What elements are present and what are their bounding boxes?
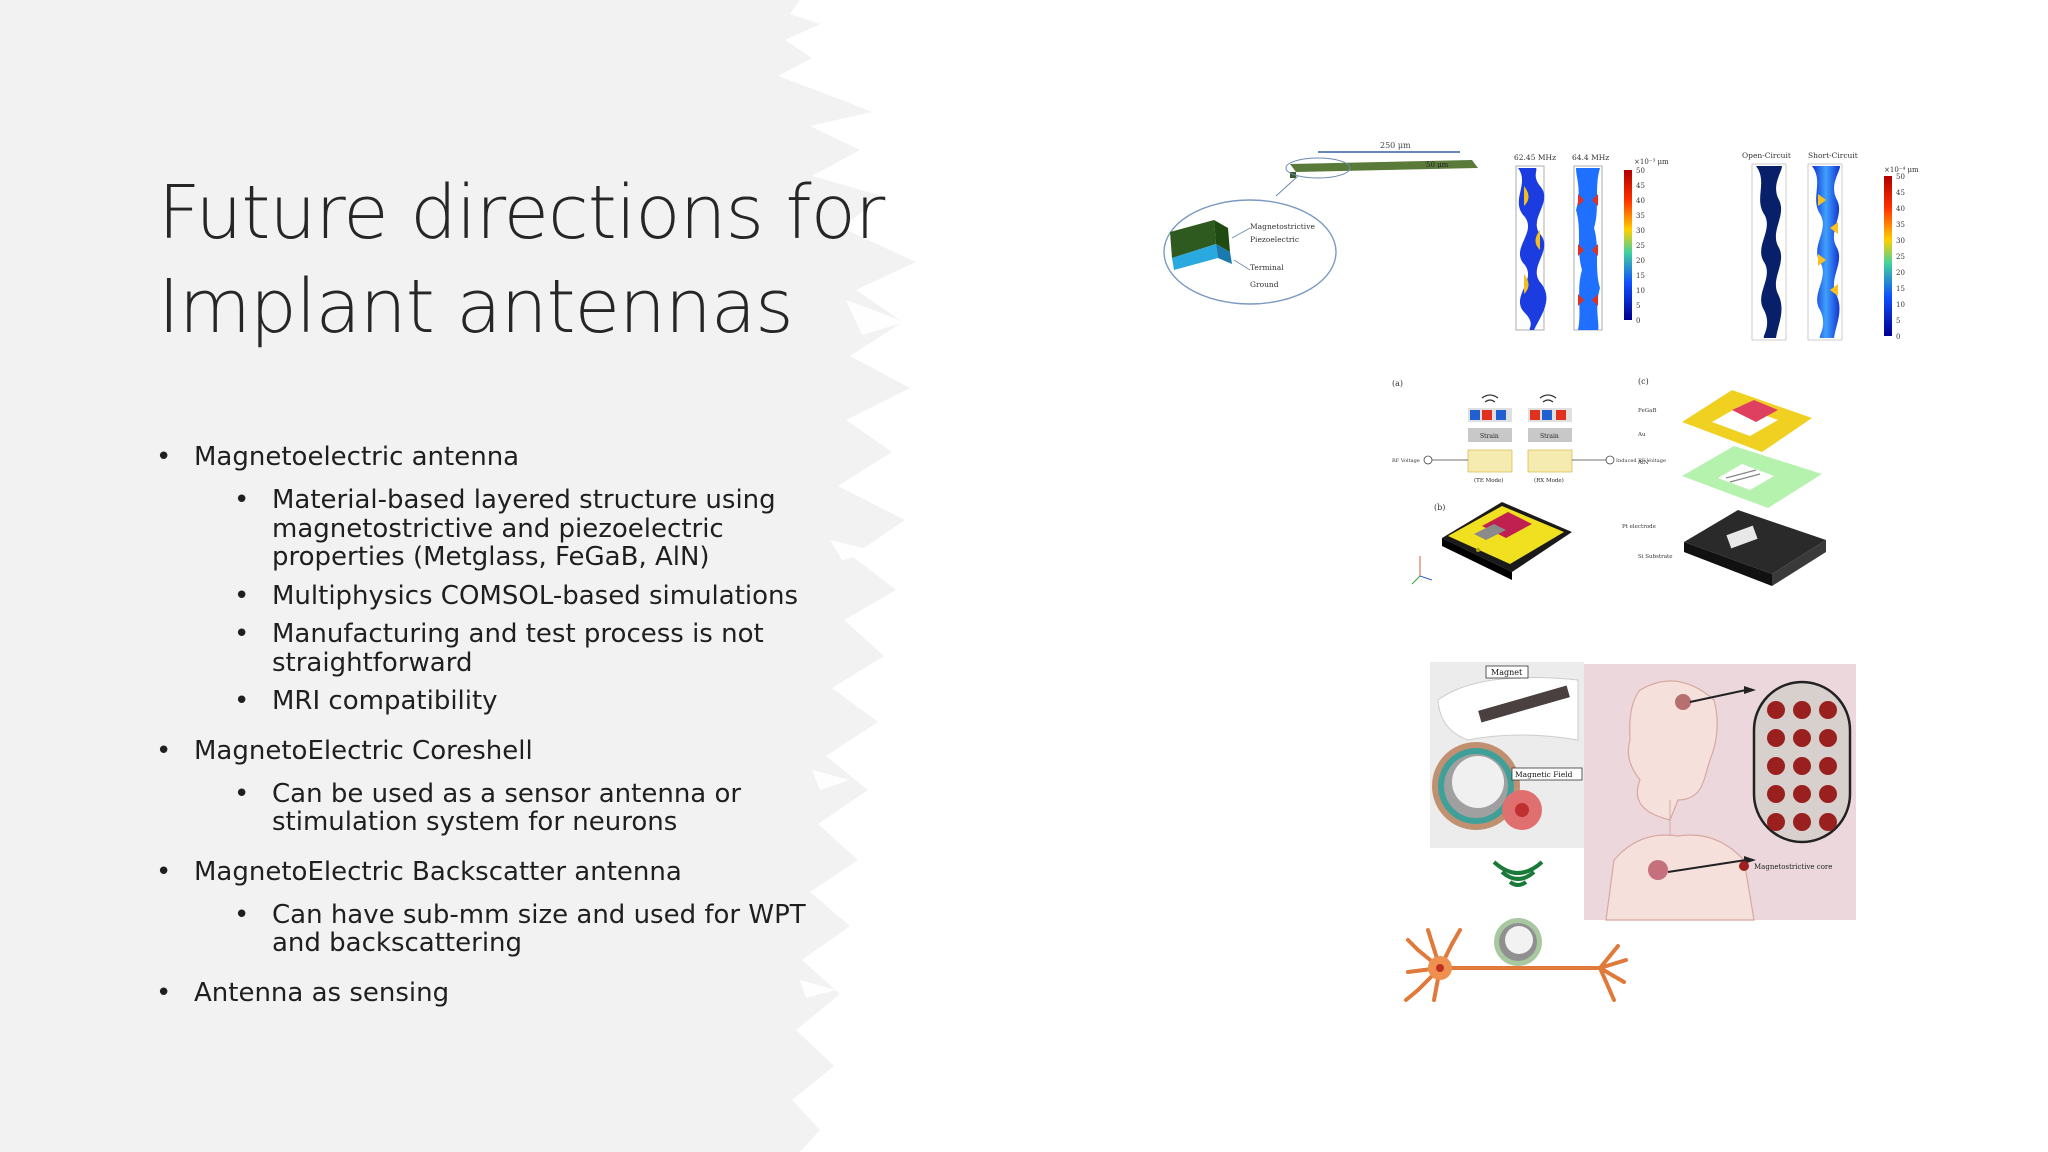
open-circuit-label: Open-Circuit xyxy=(1742,151,1791,160)
scale-tick-label: 25 xyxy=(1896,253,1905,261)
panel-b-label: (b) xyxy=(1434,503,1445,512)
sub-bullet-comsol: Multiphysics COMSOL-based simulations xyxy=(156,581,816,611)
scale-tick-label: 25 xyxy=(1636,242,1645,250)
sub-bullet-material: Material-based layered structure using m… xyxy=(156,486,816,572)
scale-tick-label: 45 xyxy=(1896,189,1905,197)
panel-c-label: (c) xyxy=(1638,377,1649,386)
core-dot xyxy=(1767,757,1785,775)
scale-tick-label: 30 xyxy=(1636,227,1645,235)
core-dot xyxy=(1767,813,1785,831)
scale-tick-label: 5 xyxy=(1636,302,1640,310)
title-line-1: Future directions for xyxy=(158,170,885,256)
core-dot xyxy=(1793,701,1811,719)
panel-a-label: (a) xyxy=(1392,379,1403,388)
title-line-2: Implant antennas xyxy=(158,264,794,350)
c-label-si: Si Substrate xyxy=(1638,554,1673,560)
te-mode-label: (TE Mode) xyxy=(1474,477,1503,484)
bullet-magnetoelectric-antenna: Magnetoelectric antenna xyxy=(156,442,816,472)
magnet-label: Magnet xyxy=(1491,668,1523,677)
core-dot xyxy=(1793,757,1811,775)
core-dot xyxy=(1819,757,1837,775)
scale-tick-label: 10 xyxy=(1636,287,1645,295)
scale-tick-label: 20 xyxy=(1896,269,1905,277)
sub-bullet-manufacturing: Manufacturing and test process is not st… xyxy=(156,620,816,677)
scale-tick-label: 20 xyxy=(1636,257,1645,265)
scale-unit-1: ×10⁻³ μm xyxy=(1634,158,1669,166)
core-dot xyxy=(1793,729,1811,747)
slide-title: Future directions for Implant antennas xyxy=(158,166,978,354)
strain-label-1: Strain xyxy=(1480,433,1499,440)
c-label-pt: Pt electrode xyxy=(1622,524,1656,530)
sub-bullet-mri: MRI compatibility xyxy=(156,687,816,716)
wireless-icon xyxy=(1481,394,1557,403)
scale-tick-label: 35 xyxy=(1896,221,1905,229)
core-dot xyxy=(1819,785,1837,803)
core-dot xyxy=(1793,813,1811,831)
magnetostrictive-core-dots xyxy=(1767,701,1837,831)
bullet-coreshell: MagnetoElectric Coreshell xyxy=(156,736,816,766)
core-dot xyxy=(1819,701,1837,719)
layer-magnetostrictive: Magnetostrictive xyxy=(1250,222,1315,231)
rf-voltage-label: RF Voltage xyxy=(1392,458,1420,464)
figure-coreshell-neuron: Magnet Magnetic Field Magnetostrictive c… xyxy=(1378,660,1858,1028)
c-label-aln: AlN xyxy=(1637,460,1649,466)
scale-tick-label: 5 xyxy=(1896,317,1900,325)
scale-tick-label: 40 xyxy=(1636,197,1645,205)
rx-mode-label: (RX Mode) xyxy=(1534,477,1564,484)
scale-tick-label: 30 xyxy=(1896,237,1905,245)
neuron-icon xyxy=(1404,928,1628,1002)
dim-width-label: 250 μm xyxy=(1380,141,1411,150)
scale-tick-label: 50 xyxy=(1636,167,1645,175)
core-label: Magnetostrictive core xyxy=(1754,863,1832,871)
scale-tick-label: 0 xyxy=(1636,317,1640,325)
magnetic-field-label: Magnetic Field xyxy=(1515,770,1573,779)
core-dot xyxy=(1767,729,1785,747)
scale-tick-label: 15 xyxy=(1896,285,1905,293)
short-circuit-label: Short-Circuit xyxy=(1808,151,1858,160)
bullet-list: Magnetoelectric antenna Material-based l… xyxy=(156,442,816,1022)
core-dot xyxy=(1819,729,1837,747)
freq-1-label: 62.45 MHz xyxy=(1514,153,1556,162)
layer-ground: Ground xyxy=(1250,280,1279,289)
strain-label-2: Strain xyxy=(1540,433,1559,440)
c-label-au: Au xyxy=(1637,432,1646,438)
scale-tick-label: 10 xyxy=(1896,301,1905,309)
core-dot xyxy=(1793,785,1811,803)
scale-unit-2: ×10⁻⁴ μm xyxy=(1884,166,1919,174)
layer-terminal: Terminal xyxy=(1250,263,1284,272)
scale-tick-label: 50 xyxy=(1896,173,1905,181)
bullet-backscatter: MagnetoElectric Backscatter antenna xyxy=(156,857,816,887)
core-dot xyxy=(1767,785,1785,803)
bullet-antenna-sensing: Antenna as sensing xyxy=(156,978,816,1008)
c-label-fegab: FeGaB xyxy=(1638,408,1657,414)
figure-me-antenna-simulation: 250 μm 50 μm Magnetostrictive Piezoelect… xyxy=(1158,134,1938,354)
scale-tick-label: 45 xyxy=(1636,182,1645,190)
scale-tick-label: 15 xyxy=(1636,272,1645,280)
figure-magnetoelectric-device: (a) (c) (b) Strain Strain RF Voltage xyxy=(1382,366,1942,606)
induced-voltage-label: Induced RF Voltage xyxy=(1616,458,1666,464)
core-dot xyxy=(1819,813,1837,831)
layer-piezoelectric: Piezoelectric xyxy=(1250,235,1299,244)
sub-bullet-sensor-antenna: Can be used as a sensor antenna or stimu… xyxy=(156,779,816,837)
dim-thick-label: 50 μm xyxy=(1426,161,1449,169)
scale-tick-label: 35 xyxy=(1636,212,1645,220)
freq-2-label: 64.4 MHz xyxy=(1572,153,1609,162)
sub-bullet-sub-mm: Can have sub-mm size and used for WPT an… xyxy=(156,900,816,958)
core-dot xyxy=(1767,701,1785,719)
scale-tick-label: 40 xyxy=(1896,205,1905,213)
scale-tick-label: 0 xyxy=(1896,333,1900,341)
wireless-signal-icon xyxy=(1492,860,1544,887)
